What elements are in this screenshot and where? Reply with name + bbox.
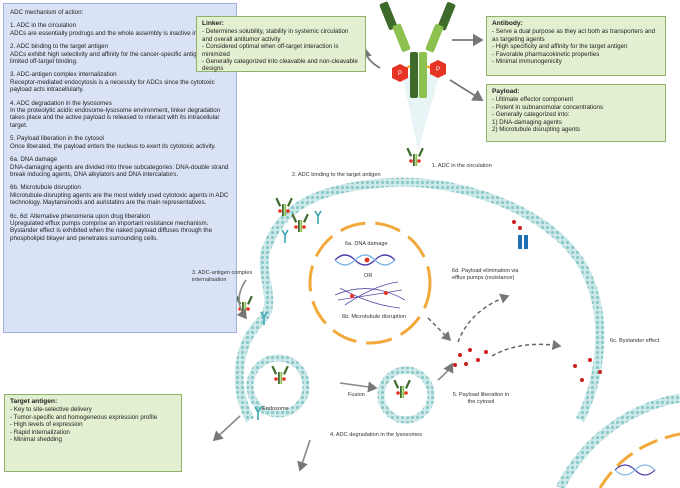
step-body: Upregulated efflux pumps comprise an imp…	[10, 219, 213, 242]
label-lysosome: 4. ADC degradation in the lysosomes	[330, 432, 423, 438]
step-body: In the proteolytic acidic endosome-lysos…	[10, 107, 221, 129]
step-heading: 5. Payload liberation in the cytosol	[10, 135, 104, 143]
list-item: - High specificity and affinity for the …	[492, 43, 628, 51]
mechanism-step: 6c, 6d: Alternative phenomena upon drug …	[10, 213, 230, 243]
label-circulation: 1. ADC in the circulation	[432, 163, 492, 169]
endosome	[246, 354, 310, 418]
step-body: Microtubule-disrupting agents are the mo…	[10, 191, 229, 207]
internalising-adc	[235, 295, 253, 314]
list-item: 2) Microtubule disrupting agents	[492, 126, 581, 134]
antibody-title: Antibody:	[492, 20, 523, 27]
list-item: - Potent in subnanomolar concentrations	[492, 103, 604, 111]
step-body: ADCs exhibit high selectivity and affini…	[10, 50, 217, 66]
list-item: - Ultimate effector component	[492, 96, 574, 104]
receptor-2	[281, 229, 289, 244]
list-item: - High levels of expression	[10, 421, 83, 429]
step-heading: 6b. Microtubule disruption	[10, 184, 81, 192]
antibody-illustration	[379, 1, 456, 150]
efflux-pump	[518, 235, 522, 249]
list-item: - Minimal immunogenicity	[492, 58, 562, 66]
list-item: - Favorable pharmacokinetic properties	[492, 50, 600, 58]
target-antigen-box: Target antigen: - Key to site-selective …	[4, 394, 182, 472]
step-body: Receptor-mediated endocytosis is a neces…	[10, 78, 215, 94]
list-item: - Determines solubility, stability in sy…	[202, 28, 349, 43]
list-item: 1) DNA-damaging agents	[492, 118, 562, 126]
label-efflux: 6d. Payload elimination via efflux pumps…	[452, 268, 519, 281]
receptor-1	[314, 210, 322, 225]
step-heading: 2. ADC binding to the target antigen	[10, 43, 109, 51]
step-heading: 6c, 6d: Alternative phenomena upon drug …	[10, 212, 151, 220]
linker-box: Linker: - Determines solubility, stabili…	[196, 16, 366, 72]
nucleus-envelope	[308, 221, 432, 345]
list-item: - Considered optimal when off-target int…	[202, 43, 339, 58]
step-heading: 3. ADC-antigen complex internalization	[10, 71, 117, 79]
dashed-arrows	[427, 293, 562, 357]
payload-title: Payload:	[492, 88, 520, 95]
mechanism-title: ADC mechanism of action:	[10, 9, 84, 16]
step-heading: 4. ADC degradation in the lysosomes	[10, 99, 112, 107]
step-heading: 6a. DNA damage	[10, 156, 58, 164]
dna-helix	[334, 254, 396, 266]
label-microtubule: 6b. Microtubule disruption	[342, 314, 407, 320]
list-item: - Rapid internalization	[10, 428, 70, 436]
list-item: - Minimal shedding	[10, 436, 62, 444]
payload-box: Payload: - Ultimate effector component -…	[486, 84, 666, 142]
step-heading: 1. ADC in the circulation	[10, 22, 77, 30]
microtubule-network	[334, 281, 406, 309]
label-binding: 2. ADC binding to the target antigen	[292, 172, 381, 178]
label-fusion: Fusion	[348, 392, 365, 398]
neighbor-cell-membrane	[556, 393, 680, 488]
label-or: OR	[364, 273, 373, 279]
list-item: - Key to site-selective delivery	[10, 406, 92, 414]
target-antigen-title: Target antigen:	[10, 398, 58, 405]
payload-p-right: P	[436, 67, 440, 73]
bound-adc-2	[291, 213, 309, 232]
process-arrows	[212, 279, 454, 472]
neighbor-nucleus	[598, 432, 680, 488]
list-item: - Generally categorized into:	[492, 111, 570, 119]
label-bystander: 6c. Bystander effect	[610, 338, 660, 344]
label-dna-damage: 6a. DNA damage	[345, 241, 388, 247]
linker-title: Linker:	[202, 20, 224, 27]
circulating-adc	[406, 147, 424, 166]
step-body: ADCs are essentially prodrugs and the wh…	[10, 29, 221, 37]
list-item: - Serve a dual purpose as they act both …	[492, 28, 656, 43]
list-item: - Generally categorized into cleavable a…	[202, 58, 358, 73]
label-liberation: 5. Payload liberation in the cytosol	[452, 392, 510, 405]
lysosome	[377, 366, 435, 424]
list-item: - Tumor-specific and homogeneous express…	[10, 413, 158, 421]
payload-p-left: P	[398, 71, 402, 77]
step-body: Once liberated, the payload enters the n…	[10, 142, 216, 150]
label-internalisation: 3. ADC-antigen complex internalisation	[192, 270, 253, 283]
label-endosome: Endosome	[262, 406, 289, 412]
neighbor-dna	[614, 464, 656, 476]
step-body: DNA-damaging agents are divided into thr…	[10, 163, 229, 178]
free-payload	[453, 220, 602, 382]
cell-membrane	[234, 177, 605, 423]
antibody-box: Antibody: - Serve a dual purpose as they…	[486, 16, 666, 76]
